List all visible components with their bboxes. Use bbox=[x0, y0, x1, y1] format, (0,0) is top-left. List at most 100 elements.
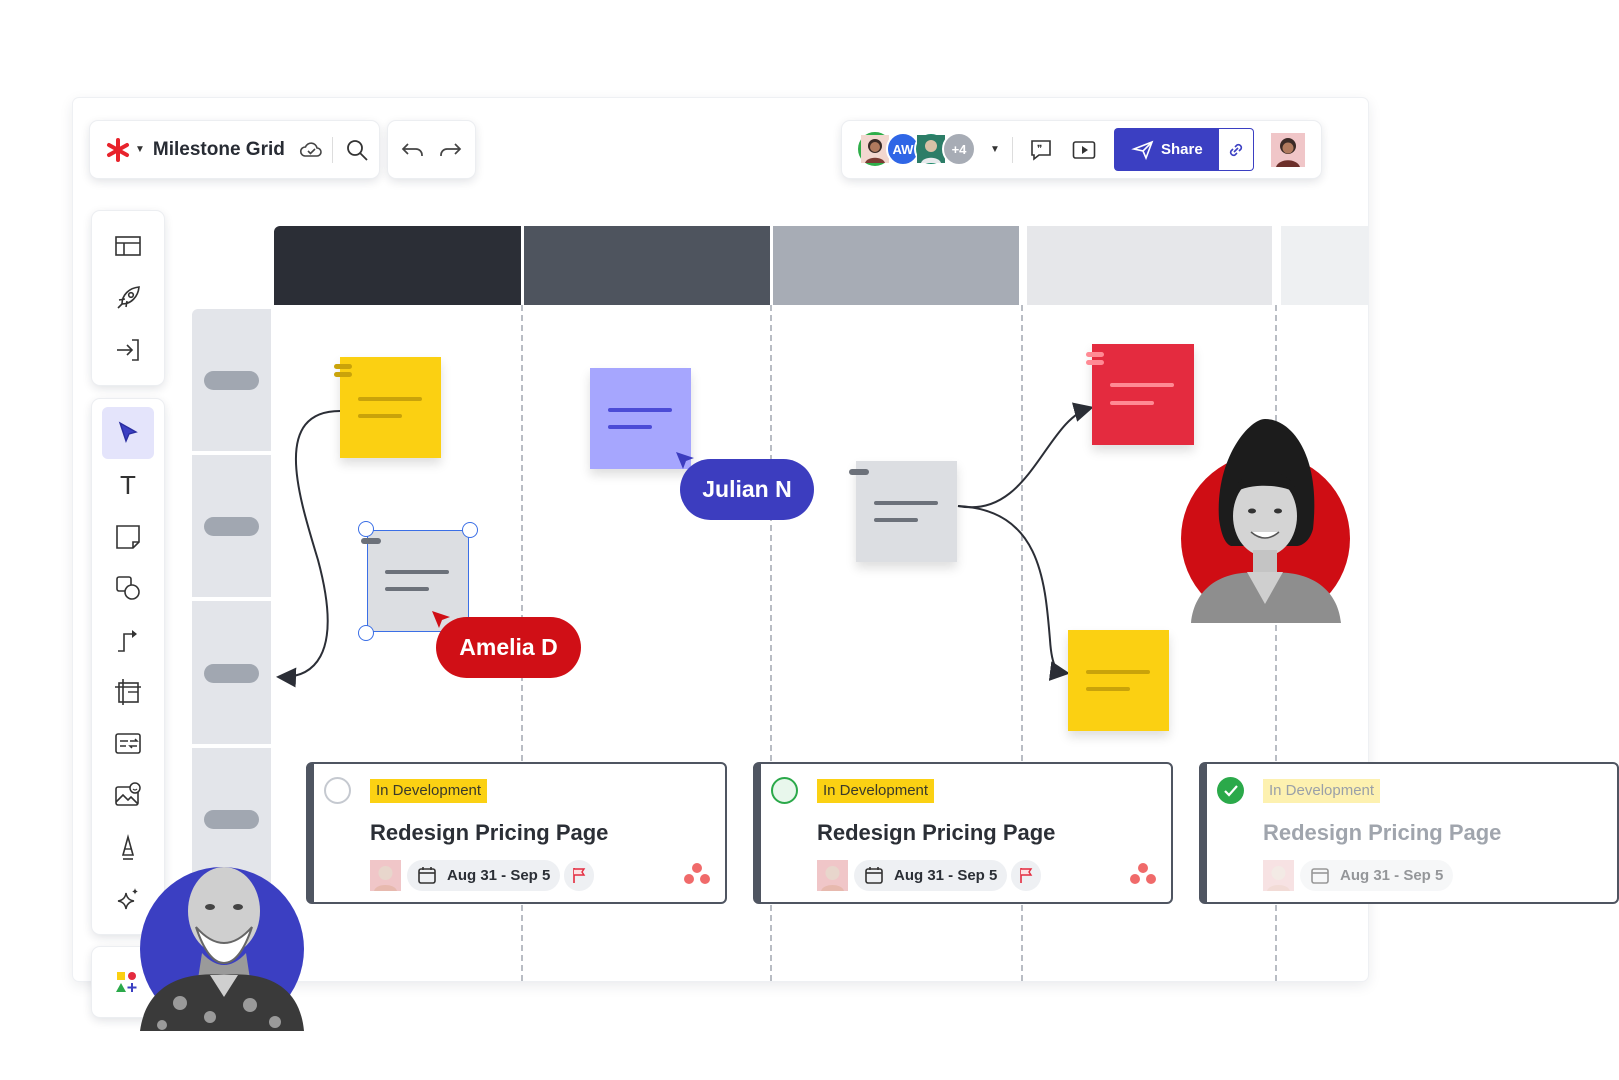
card-title[interactable]: Redesign Pricing Page bbox=[1263, 820, 1502, 845]
frame-tool[interactable] bbox=[102, 670, 154, 714]
column-header[interactable] bbox=[773, 226, 1019, 305]
sticky-note-tool[interactable] bbox=[102, 515, 154, 559]
image-icon bbox=[114, 781, 142, 809]
card-clip: In Development Redesign Pricing Page Aug… bbox=[1199, 762, 1619, 904]
sticky-note[interactable] bbox=[856, 461, 957, 562]
connector-line-icon bbox=[114, 626, 142, 654]
asterisk-logo-icon[interactable] bbox=[106, 137, 130, 162]
selected-sticky-note[interactable] bbox=[367, 530, 469, 632]
connector-tool[interactable] bbox=[102, 618, 154, 662]
shape-library-icon bbox=[115, 969, 141, 995]
status-circle-empty[interactable] bbox=[324, 777, 351, 804]
date-range-chip[interactable]: Aug 31 - Sep 5 bbox=[1300, 859, 1454, 891]
column-divider bbox=[1275, 305, 1277, 981]
status-circle-in-progress[interactable] bbox=[771, 777, 798, 804]
chevron-down-icon[interactable]: ▼ bbox=[135, 144, 145, 155]
date-range: Aug 31 - Sep 5 bbox=[447, 866, 551, 884]
resize-handle[interactable] bbox=[358, 521, 374, 537]
asana-icon bbox=[1129, 862, 1157, 886]
card-title[interactable]: Redesign Pricing Page bbox=[370, 820, 609, 845]
date-range-chip[interactable]: Aug 31 - Sep 5 bbox=[854, 859, 1008, 891]
date-range-chip[interactable]: Aug 31 - Sep 5 bbox=[407, 859, 561, 891]
calendar-icon bbox=[1310, 865, 1330, 885]
row-label-placeholder bbox=[204, 663, 259, 683]
assignee-avatar[interactable] bbox=[1263, 859, 1294, 891]
column-header[interactable] bbox=[1281, 226, 1368, 305]
pen-icon bbox=[114, 833, 142, 861]
row-header[interactable] bbox=[192, 309, 271, 451]
avatar[interactable] bbox=[914, 132, 948, 166]
image-tool[interactable] bbox=[102, 773, 154, 817]
collaborator-photo bbox=[1181, 419, 1350, 623]
row-header[interactable] bbox=[192, 601, 271, 744]
column-header[interactable] bbox=[524, 226, 770, 305]
milestone-card[interactable]: In Development Redesign Pricing Page Aug… bbox=[753, 762, 1173, 904]
sticky-note[interactable] bbox=[590, 368, 691, 469]
priority-chip[interactable] bbox=[564, 859, 595, 891]
present-icon[interactable] bbox=[1072, 140, 1096, 160]
import-tool[interactable] bbox=[102, 328, 154, 372]
status-check-icon[interactable] bbox=[1217, 777, 1244, 804]
user-avatar[interactable] bbox=[1271, 133, 1305, 167]
templates-tool[interactable] bbox=[102, 224, 154, 268]
data-sync-icon bbox=[114, 731, 142, 757]
note-tag-icon[interactable] bbox=[1086, 352, 1104, 365]
note-tag-icon[interactable] bbox=[849, 469, 869, 475]
chevron-down-icon[interactable]: ▼ bbox=[990, 143, 1000, 155]
sticky-note[interactable] bbox=[340, 357, 441, 458]
shape-library-tool[interactable] bbox=[102, 960, 154, 1004]
search-icon[interactable] bbox=[345, 138, 369, 162]
row-header[interactable] bbox=[192, 455, 271, 597]
redo-icon[interactable] bbox=[438, 141, 462, 159]
calendar-icon bbox=[864, 865, 884, 885]
title-panel: ▼ Milestone Grid bbox=[90, 121, 379, 178]
sticky-note[interactable] bbox=[1092, 344, 1194, 445]
card-meta: Aug 31 - Sep 5 bbox=[1263, 859, 1454, 891]
sparkle-icon bbox=[114, 885, 142, 913]
assignee-avatar[interactable] bbox=[817, 859, 848, 891]
link-icon bbox=[1226, 140, 1246, 160]
flag-icon bbox=[1018, 866, 1034, 884]
undo-icon[interactable] bbox=[401, 141, 425, 159]
milestone-card[interactable]: In Development Redesign Pricing Page Aug… bbox=[1199, 762, 1619, 904]
column-header[interactable] bbox=[274, 226, 521, 305]
pen-tool[interactable] bbox=[102, 825, 154, 869]
ai-tool[interactable] bbox=[102, 877, 154, 921]
comment-icon[interactable]: ❞ bbox=[1030, 139, 1052, 161]
shapes-tool[interactable] bbox=[102, 566, 154, 610]
note-tag-icon[interactable] bbox=[334, 364, 352, 377]
frame-icon bbox=[114, 678, 142, 706]
asana-icon bbox=[683, 862, 711, 886]
card-meta: Aug 31 - Sep 5 bbox=[370, 859, 595, 891]
card-title[interactable]: Redesign Pricing Page bbox=[817, 820, 1056, 845]
quick-start-tool[interactable] bbox=[102, 276, 154, 320]
sticky-note[interactable] bbox=[1068, 630, 1169, 731]
date-range: Aug 31 - Sep 5 bbox=[1340, 866, 1444, 884]
collaborator-avatars[interactable]: AW +4 ▼ bbox=[858, 132, 1000, 166]
row-label-placeholder bbox=[204, 517, 259, 536]
import-icon bbox=[114, 337, 142, 363]
cloud-saved-icon[interactable] bbox=[299, 140, 323, 160]
resize-handle[interactable] bbox=[358, 625, 374, 641]
milestone-card[interactable]: In Development Redesign Pricing Page Aug… bbox=[306, 762, 727, 904]
svg-text:❞: ❞ bbox=[1037, 144, 1042, 155]
share-label: Share bbox=[1161, 141, 1203, 158]
text-tool[interactable]: T bbox=[102, 463, 154, 507]
row-label-placeholder bbox=[204, 810, 259, 829]
document-title[interactable]: Milestone Grid bbox=[152, 138, 285, 160]
note-tag-icon[interactable] bbox=[361, 538, 381, 544]
send-icon bbox=[1131, 140, 1154, 160]
priority-chip[interactable] bbox=[1011, 859, 1042, 891]
select-tool[interactable] bbox=[102, 407, 154, 459]
row-header[interactable] bbox=[192, 748, 271, 890]
column-header[interactable] bbox=[1027, 226, 1272, 305]
rocket-icon bbox=[114, 284, 142, 312]
more-collaborators-count[interactable]: +4 bbox=[942, 132, 976, 166]
text-icon: T bbox=[120, 469, 136, 500]
sticky-note-icon bbox=[114, 523, 142, 551]
assignee-avatar[interactable] bbox=[370, 859, 401, 891]
copy-link-button[interactable] bbox=[1219, 129, 1253, 170]
table-layout-icon bbox=[114, 234, 142, 258]
resize-handle[interactable] bbox=[462, 522, 478, 538]
data-linking-tool[interactable] bbox=[102, 722, 154, 766]
